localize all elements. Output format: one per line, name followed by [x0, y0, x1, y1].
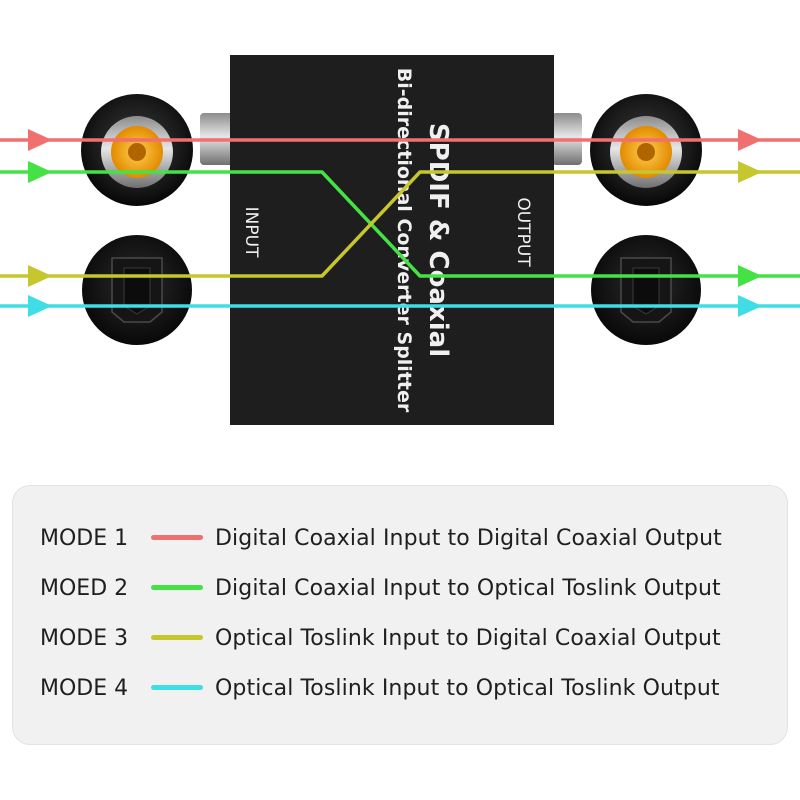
mode-color-swatch: [151, 635, 203, 640]
mode-description: Optical Toslink Input to Digital Coaxial…: [215, 625, 721, 651]
device-subtitle: Bi-directional Converter Splitter: [393, 68, 415, 413]
mode-legend: MODE 1 Digital Coaxial Input to Digital …: [12, 485, 788, 745]
right-coaxial-jack: [590, 94, 702, 206]
converter-device-body: [230, 55, 554, 425]
mode1-arrow-out: [738, 129, 762, 151]
mode1-arrow-in: [28, 129, 52, 151]
mode-color-swatch: [151, 585, 203, 590]
input-label: INPUT: [241, 207, 261, 258]
signal-flow-diagram: SPDIF & Coaxial Bi-directional Converter…: [0, 55, 800, 425]
mode4-arrow-in: [28, 295, 52, 317]
mode2-arrow-in: [28, 161, 52, 183]
mode-description: Digital Coaxial Input to Optical Toslink…: [215, 575, 721, 601]
mode-label: MODE 3: [40, 625, 129, 651]
left-optical-port: [82, 235, 192, 345]
output-label: OUTPUT: [513, 197, 533, 267]
mode-description: Optical Toslink Input to Optical Toslink…: [215, 675, 720, 701]
arrowheads: [28, 129, 762, 317]
legend-row-mode4: MODE 4 Optical Toslink Input to Optical …: [13, 668, 787, 708]
mode-description: Digital Coaxial Input to Digital Coaxial…: [215, 525, 722, 551]
legend-row-mode3: MODE 3 Optical Toslink Input to Digital …: [13, 618, 787, 658]
left-coaxial-jack: [81, 94, 193, 206]
mode3-signal-path: [0, 170, 800, 278]
mode3-arrow-out: [738, 161, 762, 183]
mode3-arrow-in: [28, 265, 52, 287]
mode-color-swatch: [151, 535, 203, 540]
right-optical-port: [591, 235, 701, 345]
mode-color-swatch: [151, 685, 203, 690]
mode-label: MODE 4: [40, 675, 129, 701]
mode4-arrow-out: [738, 295, 762, 317]
mode2-arrow-out: [738, 265, 762, 287]
mode-label: MOED 2: [40, 575, 129, 601]
mode-label: MODE 1: [40, 525, 129, 551]
device-title: SPDIF & Coaxial: [423, 123, 453, 357]
legend-row-mode2: MOED 2 Digital Coaxial Input to Optical …: [13, 568, 787, 608]
legend-row-mode1: MODE 1 Digital Coaxial Input to Digital …: [13, 518, 787, 558]
